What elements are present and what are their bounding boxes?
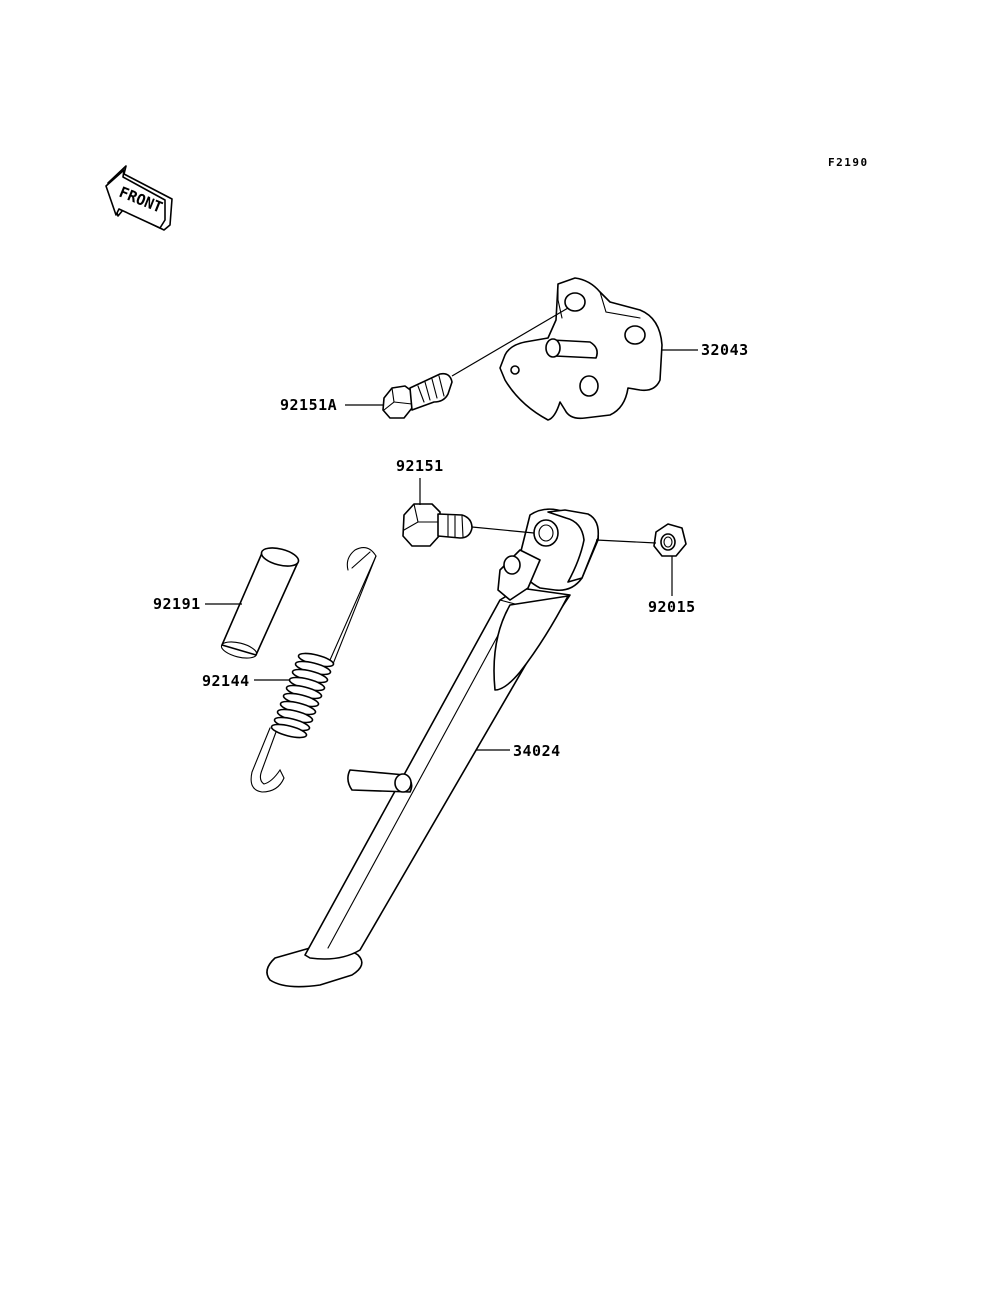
spring-92144 (250, 547, 377, 793)
bolt-92151 (402, 503, 473, 547)
part-label-34024: 34024 (513, 742, 561, 760)
side-stand-34024 (266, 508, 600, 988)
figure-code: F2190 (828, 156, 869, 169)
leader-lines (205, 307, 698, 751)
part-label-92015: 92015 (648, 598, 696, 616)
sleeve-92191 (220, 547, 300, 659)
part-label-92144: 92144 (202, 672, 250, 690)
part-label-92151a: 92151A (280, 396, 338, 414)
front-arrow-icon: FRONT (105, 165, 173, 231)
part-label-32043: 32043 (701, 341, 749, 359)
bracket-32043 (499, 277, 663, 421)
part-label-92191: 92191 (153, 595, 201, 613)
bolt-92151a (382, 372, 453, 419)
nut-92015 (653, 523, 687, 557)
part-label-92151: 92151 (396, 457, 444, 475)
